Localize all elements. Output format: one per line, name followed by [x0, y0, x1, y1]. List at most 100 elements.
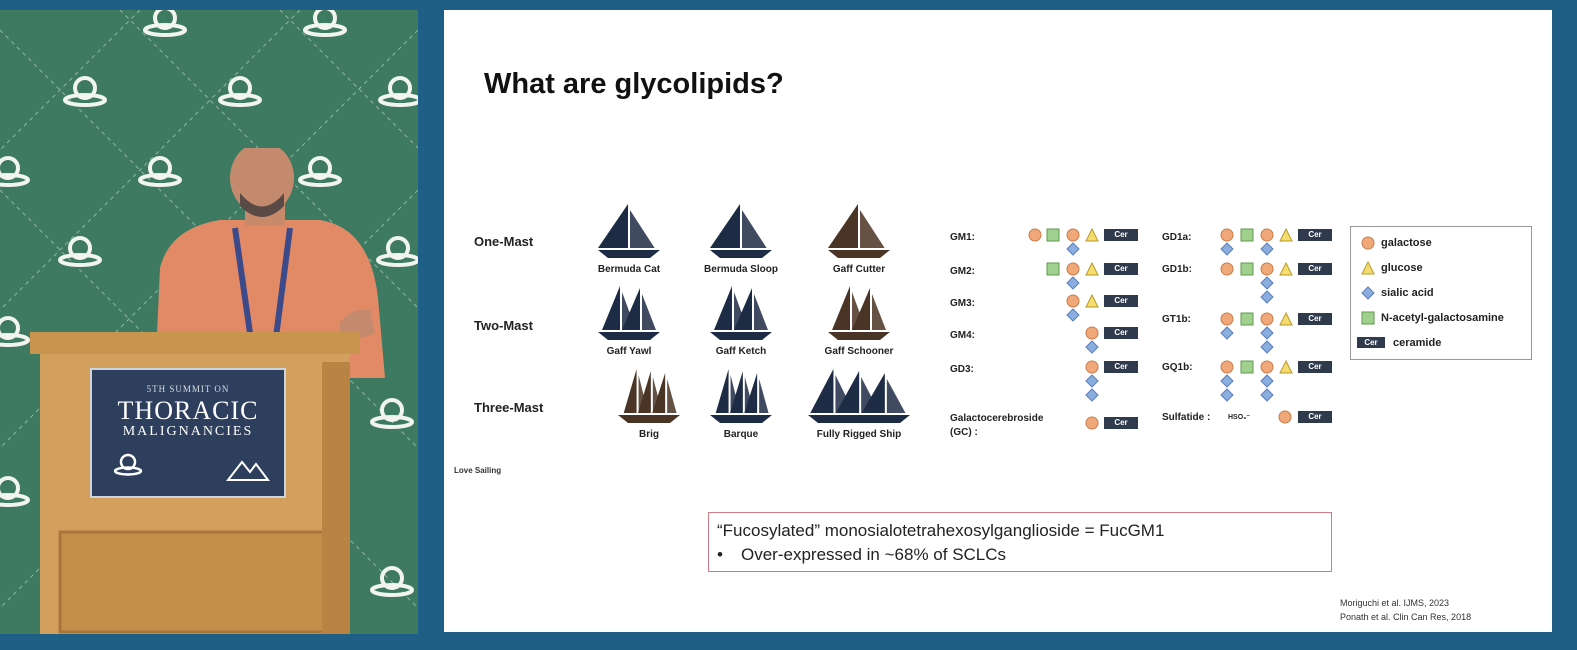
sialic-acid-diamond-icon — [1066, 242, 1080, 256]
galactose-circle-icon — [1085, 416, 1099, 430]
galnac-square-icon — [1240, 360, 1254, 374]
galactose-circle-icon — [1361, 236, 1375, 250]
ceramide-icon: Cer — [1104, 229, 1138, 241]
galactose-circle-icon — [1220, 312, 1234, 326]
sailboat-icon — [808, 369, 910, 423]
glycolipid-label: GM2: — [950, 266, 975, 277]
galnac-square-icon — [1046, 228, 1060, 242]
callout-bullet: • — [717, 545, 723, 564]
sialic-acid-diamond-icon — [1066, 276, 1080, 290]
galactose-circle-icon — [1066, 228, 1080, 242]
fucgm1-callout: “Fucosylated” monosialotetrahexosylgangl… — [708, 512, 1332, 572]
ceramide-icon: Cer — [1298, 411, 1332, 423]
glycolipid-label: GT1b: — [1162, 314, 1191, 325]
callout-point: Over-expressed in ~68% of SCLCs — [741, 545, 1007, 564]
ship-label: Bermuda Sloop — [704, 264, 778, 275]
legend-item: sialic acid — [1381, 287, 1434, 299]
galnac-square-icon — [1240, 312, 1254, 326]
galnac-square-icon — [1240, 228, 1254, 242]
image-credit: Love Sailing — [454, 466, 502, 475]
ship-label: Barque — [723, 429, 759, 440]
hso3-label: HSO₃⁻ — [1228, 414, 1251, 421]
sign-subtitle: 5TH SUMMIT ON — [146, 384, 230, 394]
sialic-acid-diamond-icon — [1066, 308, 1080, 322]
row-label-one-mast: One-Mast — [474, 234, 534, 249]
sialic-acid-diamond-icon — [1220, 388, 1234, 402]
sailboat-icon — [710, 204, 772, 258]
galnac-square-icon — [1046, 262, 1060, 276]
glycolipid-label: GD1a: — [1162, 232, 1192, 243]
sailboat-icon — [828, 286, 890, 340]
ceramide-icon: Cer — [1104, 295, 1138, 307]
glucose-triangle-icon — [1279, 228, 1293, 242]
row-label-two-mast: Two-Mast — [474, 318, 533, 333]
sialic-acid-diamond-icon — [1220, 326, 1234, 340]
sailboat-icon — [710, 369, 772, 423]
legend-item: galactose — [1381, 237, 1432, 249]
ship-label: Fully Rigged Ship — [816, 429, 902, 440]
glycolipid-label: Galactocerebroside (GC) : — [950, 413, 1044, 438]
galactose-circle-icon — [1220, 262, 1234, 276]
sialic-acid-diamond-icon — [1260, 326, 1274, 340]
galactose-circle-icon — [1260, 228, 1274, 242]
ship-label: Gaff Cutter — [832, 264, 886, 275]
glycolipid-label: GD1b: — [1162, 264, 1192, 275]
speaker-video: 5TH SUMMIT ON THORACIC MALIGNANCIES — [0, 10, 418, 634]
slide-title: What are glycolipids? — [484, 68, 784, 100]
citation: Moriguchi et al. IJMS, 2023 — [1340, 598, 1450, 608]
glucose-triangle-icon — [1279, 312, 1293, 326]
legend-item: glucose — [1381, 262, 1423, 274]
sialic-acid-diamond-icon — [1260, 374, 1274, 388]
sialic-acid-diamond-icon — [1220, 242, 1234, 256]
ceramide-icon: Cer — [1104, 263, 1138, 275]
row-label-three-mast: Three-Mast — [474, 400, 544, 415]
glucose-triangle-icon — [1085, 294, 1099, 308]
glucose-triangle-icon — [1085, 262, 1099, 276]
sailboat-icon — [598, 204, 660, 258]
glucose-triangle-icon — [1279, 360, 1293, 374]
sailboat-icon — [598, 286, 660, 340]
sialic-acid-diamond-icon — [1220, 374, 1234, 388]
glycolipid-label: GD3: — [950, 364, 974, 375]
mountain-logo-icon — [226, 460, 270, 481]
sailboat-icon — [710, 286, 772, 340]
sign-subtitle-2: MALIGNANCIES — [122, 424, 254, 439]
galnac-square-icon — [1361, 311, 1375, 325]
galactose-circle-icon — [1066, 294, 1080, 308]
galactose-circle-icon — [1066, 262, 1080, 276]
sialic-acid-diamond-icon — [1260, 340, 1274, 354]
galactose-circle-icon — [1260, 360, 1274, 374]
callout-definition: “Fucosylated” monosialotetrahexosylgangl… — [717, 521, 1165, 540]
sialic-acid-diamond-icon — [1085, 374, 1099, 388]
galactose-circle-icon — [1278, 410, 1292, 424]
podium-sign: 5TH SUMMIT ON THORACIC MALIGNANCIES — [90, 368, 286, 498]
sialic-acid-diamond-icon — [1361, 286, 1375, 300]
presentation-slide: What are glycolipids? One-Mast Two-Mast … — [444, 10, 1552, 632]
sialic-acid-diamond-icon — [1260, 388, 1274, 402]
ship-label: Brig — [639, 429, 659, 440]
ceramide-icon: Cer — [1298, 361, 1332, 373]
glycolipid-label: GQ1b: — [1162, 362, 1193, 373]
ship-label: Gaff Ketch — [715, 346, 767, 357]
sailboat-icon — [618, 369, 680, 423]
galactose-circle-icon — [1085, 360, 1099, 374]
ceramide-icon: Cer — [1104, 417, 1138, 429]
galactose-circle-icon — [1220, 228, 1234, 242]
ship-label: Bermuda Cat — [597, 264, 661, 275]
sailboat-icon — [828, 204, 890, 258]
galactose-circle-icon — [1260, 312, 1274, 326]
sialic-acid-diamond-icon — [1260, 290, 1274, 304]
sign-title: THORACIC — [117, 396, 259, 425]
legend-item: N-acetyl-galactosamine — [1381, 312, 1504, 324]
sialic-acid-diamond-icon — [1260, 276, 1274, 290]
galactose-circle-icon — [1220, 360, 1234, 374]
glucose-triangle-icon — [1279, 262, 1293, 276]
ship-label: Gaff Yawl — [606, 346, 652, 357]
ceramide-icon: Cer — [1298, 313, 1332, 325]
glycolipid-label: Sulfatide : — [1162, 412, 1211, 423]
sialic-acid-diamond-icon — [1085, 388, 1099, 402]
ceramide-icon: Cer — [1298, 263, 1332, 275]
sponsor-logo-icon — [113, 453, 143, 476]
galactose-circle-icon — [1028, 228, 1042, 242]
glycan-legend: galactose glucose sialic acid N-acetyl-g… — [1350, 226, 1532, 360]
